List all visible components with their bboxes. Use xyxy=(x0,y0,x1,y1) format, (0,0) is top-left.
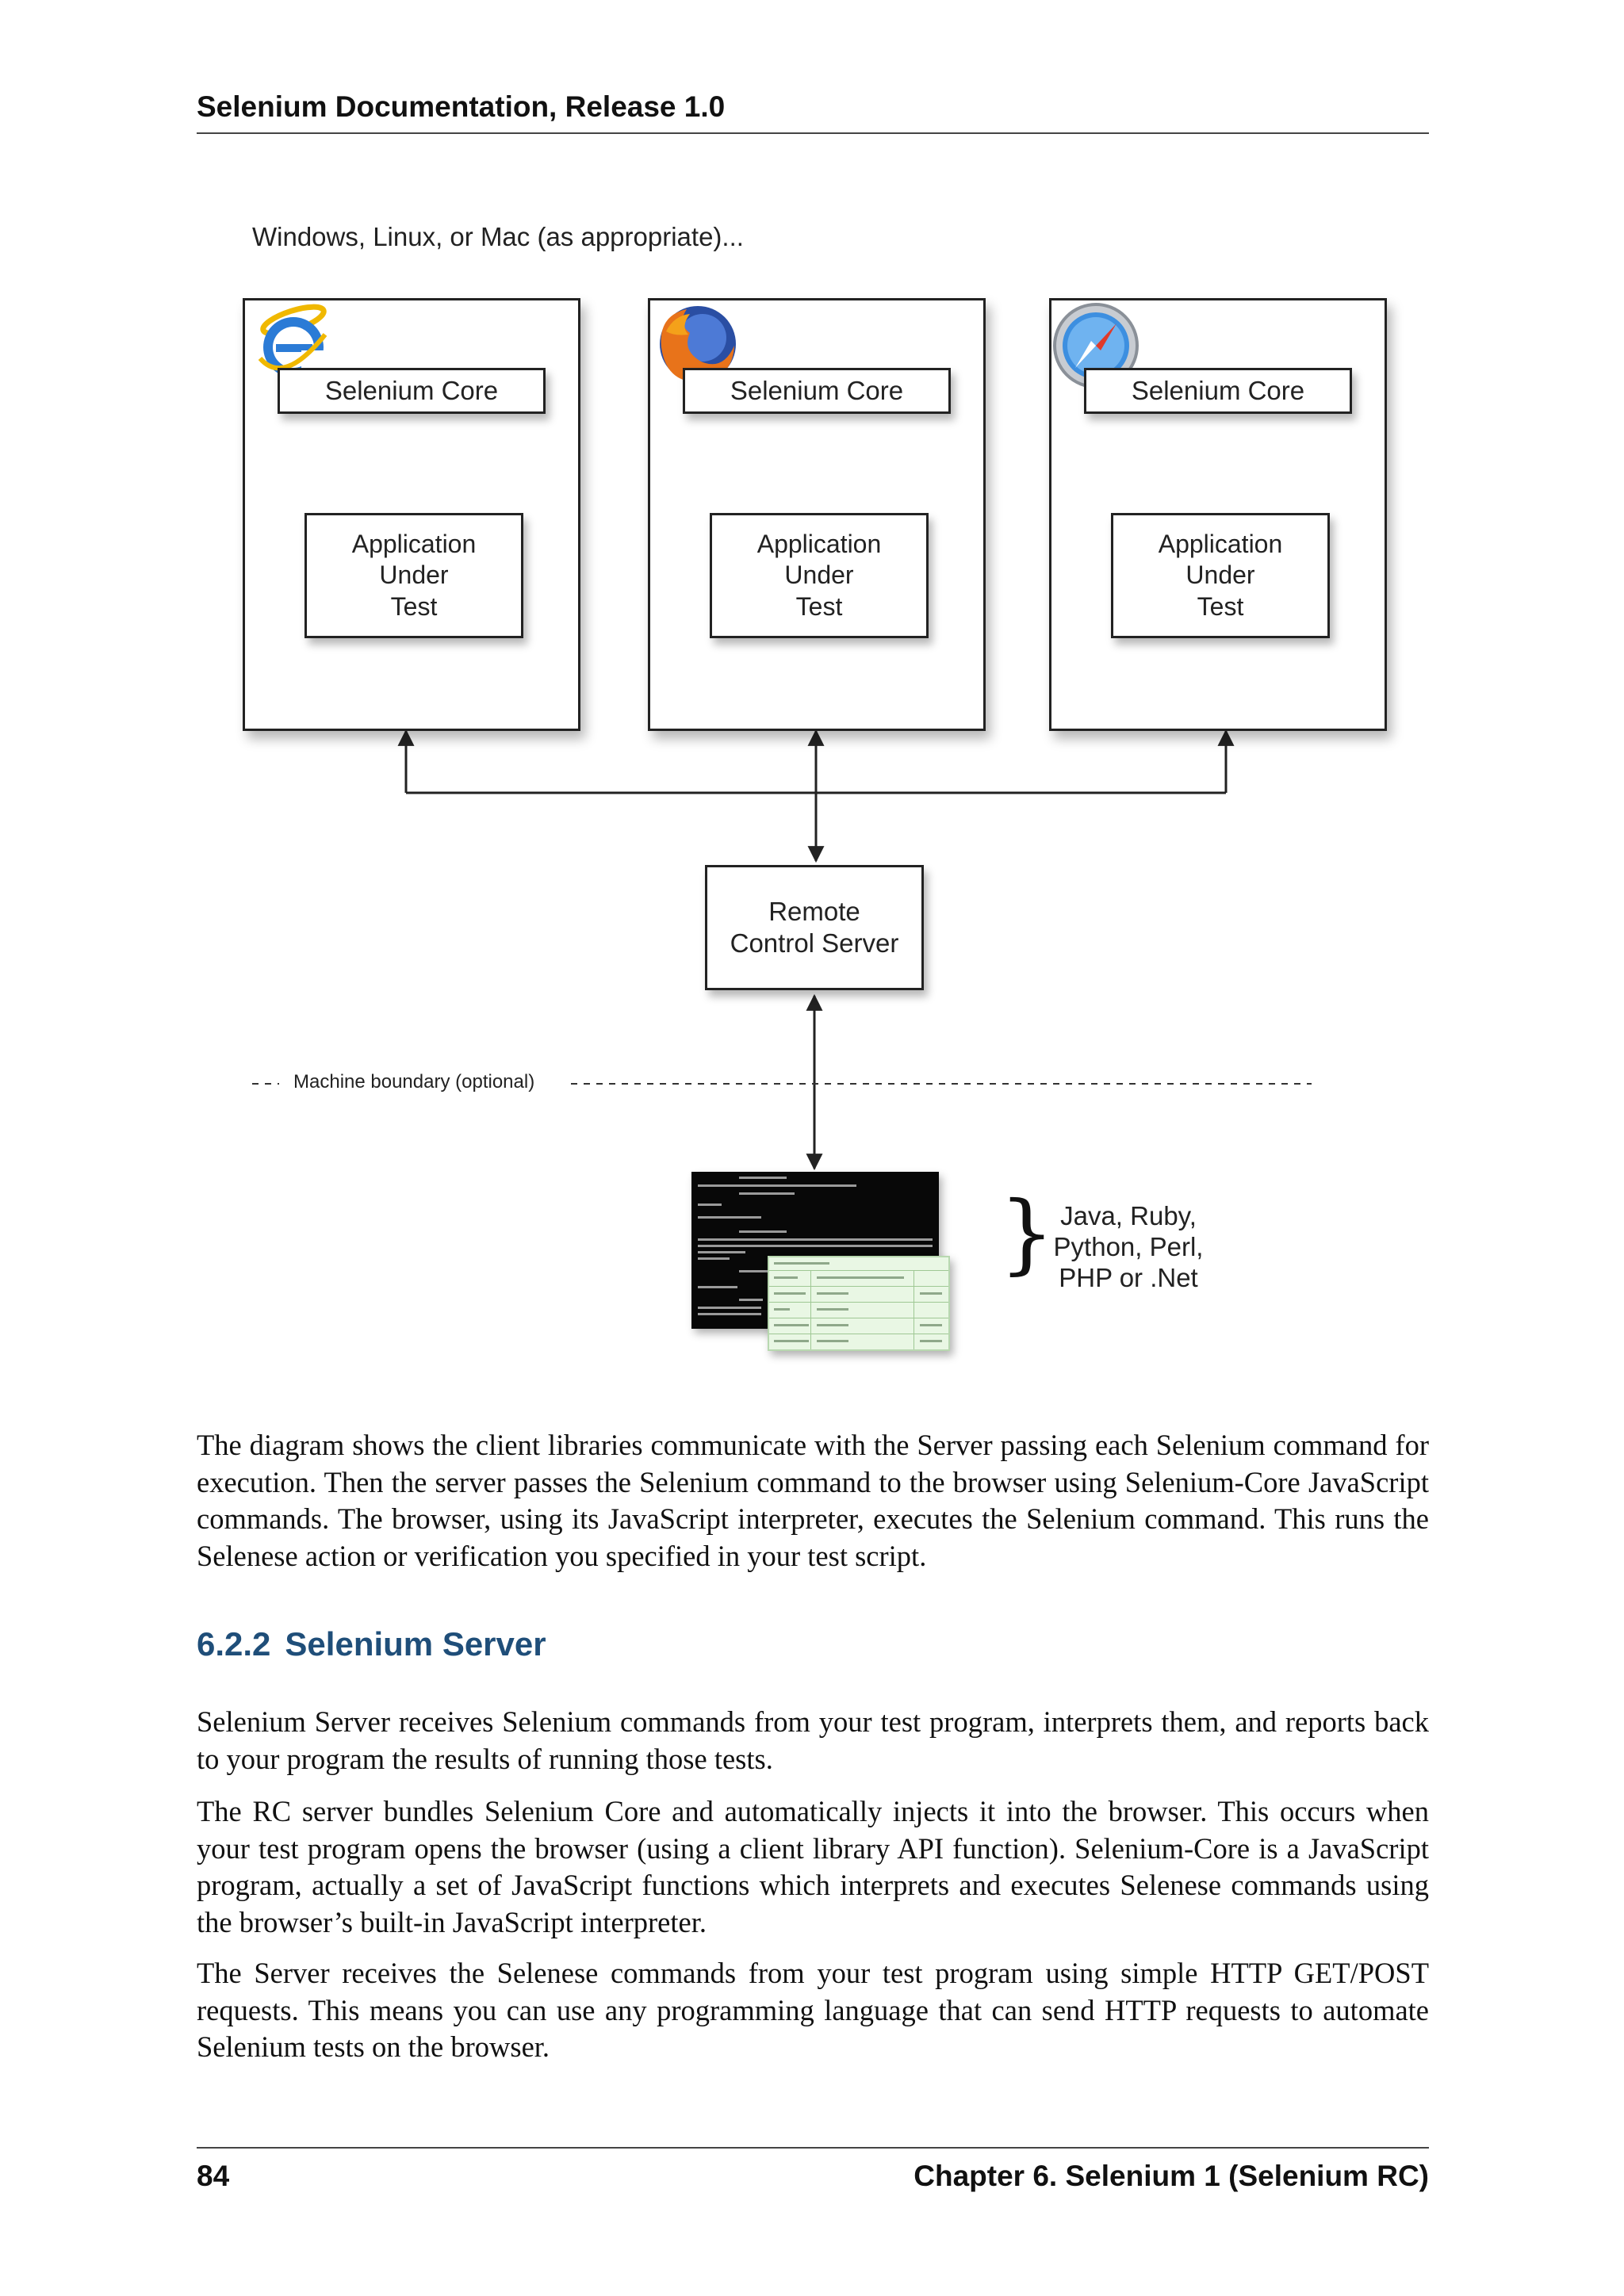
aut-label-2: Application Under Test xyxy=(757,529,882,622)
aut-line: Under xyxy=(1185,561,1255,590)
aut-line: Test xyxy=(1197,591,1244,621)
terminal-text-line xyxy=(698,1251,745,1253)
section-number: 6.2.2 xyxy=(197,1625,271,1663)
curly-brace-icon: } xyxy=(999,1182,1055,1284)
terminal-text-line xyxy=(698,1184,856,1187)
aut-label-1: Application Under Test xyxy=(352,529,477,622)
paragraph-server-intro: Selenium Server receives Selenium comman… xyxy=(197,1705,1429,1775)
server-line: Remote xyxy=(768,896,860,926)
table-text xyxy=(774,1340,809,1342)
table-text xyxy=(920,1324,942,1326)
test-table-screenshot xyxy=(768,1256,950,1351)
safari-icon xyxy=(1053,303,1139,388)
terminal-text-line xyxy=(698,1286,737,1288)
aut-line: Application xyxy=(756,530,882,559)
terminal-text-line xyxy=(739,1177,787,1179)
terminal-text-line xyxy=(698,1257,730,1260)
table-grid-line xyxy=(769,1286,948,1287)
terminal-text-line xyxy=(739,1270,771,1272)
selenium-core-box-1: Selenium Core xyxy=(278,368,546,414)
terminal-text-line xyxy=(698,1203,722,1206)
table-text xyxy=(774,1292,806,1295)
running-header: Selenium Documentation, Release 1.0 xyxy=(197,90,726,123)
table-grid-line xyxy=(810,1270,811,1349)
firefox-icon xyxy=(660,306,736,382)
terminal-text-line xyxy=(698,1307,761,1309)
aut-box-3: Application Under Test xyxy=(1111,513,1330,638)
architecture-diagram: Windows, Linux, or Mac (as appropriate).… xyxy=(243,222,1387,1351)
terminal-text-line xyxy=(698,1238,933,1241)
table-text xyxy=(817,1340,848,1342)
diagram-connectors xyxy=(252,729,1312,1171)
aut-line: Test xyxy=(390,591,438,621)
terminal-text-line xyxy=(698,1245,933,1247)
paragraph-http-requests: The Server receives the Selenese command… xyxy=(197,1957,1429,2063)
aut-line: Test xyxy=(795,591,843,621)
terminal-text-line xyxy=(739,1299,763,1301)
terminal-text-line xyxy=(698,1313,761,1315)
table-text xyxy=(774,1308,790,1311)
table-text xyxy=(817,1276,904,1279)
language-line: Java, Ruby, xyxy=(1060,1201,1197,1230)
header-rule xyxy=(197,132,1429,134)
table-text xyxy=(817,1292,848,1295)
table-text xyxy=(817,1308,848,1311)
language-line: Python, Perl, xyxy=(1053,1231,1204,1261)
table-text xyxy=(920,1340,942,1342)
section-heading: 6.2.2 Selenium Server xyxy=(197,1625,546,1663)
os-caption: Windows, Linux, or Mac (as appropriate).… xyxy=(252,222,744,251)
server-line: Control Server xyxy=(730,928,899,958)
chapter-title: Chapter 6. Selenium 1 (Selenium RC) xyxy=(914,2160,1429,2192)
machine-boundary-label: Machine boundary (optional) xyxy=(293,1071,535,1093)
aut-box-2: Application Under Test xyxy=(710,513,929,638)
terminal-text-line xyxy=(698,1216,761,1219)
selenium-core-box-2: Selenium Core xyxy=(683,368,951,414)
aut-line: Application xyxy=(351,530,477,559)
remote-control-server-box: Remote Control Server xyxy=(705,865,924,990)
internet-explorer-icon xyxy=(258,304,327,377)
selenium-core-box-3: Selenium Core xyxy=(1084,368,1352,414)
language-line: PHP or .Net xyxy=(1059,1262,1198,1292)
client-languages-label: Java, Ruby, Python, Perl, PHP or .Net xyxy=(1045,1201,1212,1294)
aut-line: Under xyxy=(784,561,854,590)
table-grid-line xyxy=(769,1302,948,1303)
aut-box-1: Application Under Test xyxy=(304,513,523,638)
table-text xyxy=(817,1324,848,1326)
table-text xyxy=(920,1292,942,1295)
footer-rule xyxy=(197,2147,1429,2149)
aut-line: Application xyxy=(1158,530,1283,559)
table-grid-line xyxy=(769,1270,948,1271)
table-text xyxy=(774,1276,798,1279)
table-text xyxy=(774,1324,809,1326)
aut-label-3: Application Under Test xyxy=(1159,529,1283,622)
table-text xyxy=(774,1262,829,1265)
aut-line: Under xyxy=(379,561,449,590)
page-number: 84 xyxy=(197,2160,230,2192)
terminal-text-line xyxy=(739,1192,795,1195)
paragraph-rc-bundles-core: The RC server bundles Selenium Core and … xyxy=(197,1795,1429,1938)
remote-control-server-label: Remote Control Server xyxy=(730,896,899,960)
terminal-text-line xyxy=(739,1230,787,1233)
section-title: Selenium Server xyxy=(285,1625,546,1663)
paragraph-diagram-explanation: The diagram shows the client libraries c… xyxy=(197,1429,1429,1572)
